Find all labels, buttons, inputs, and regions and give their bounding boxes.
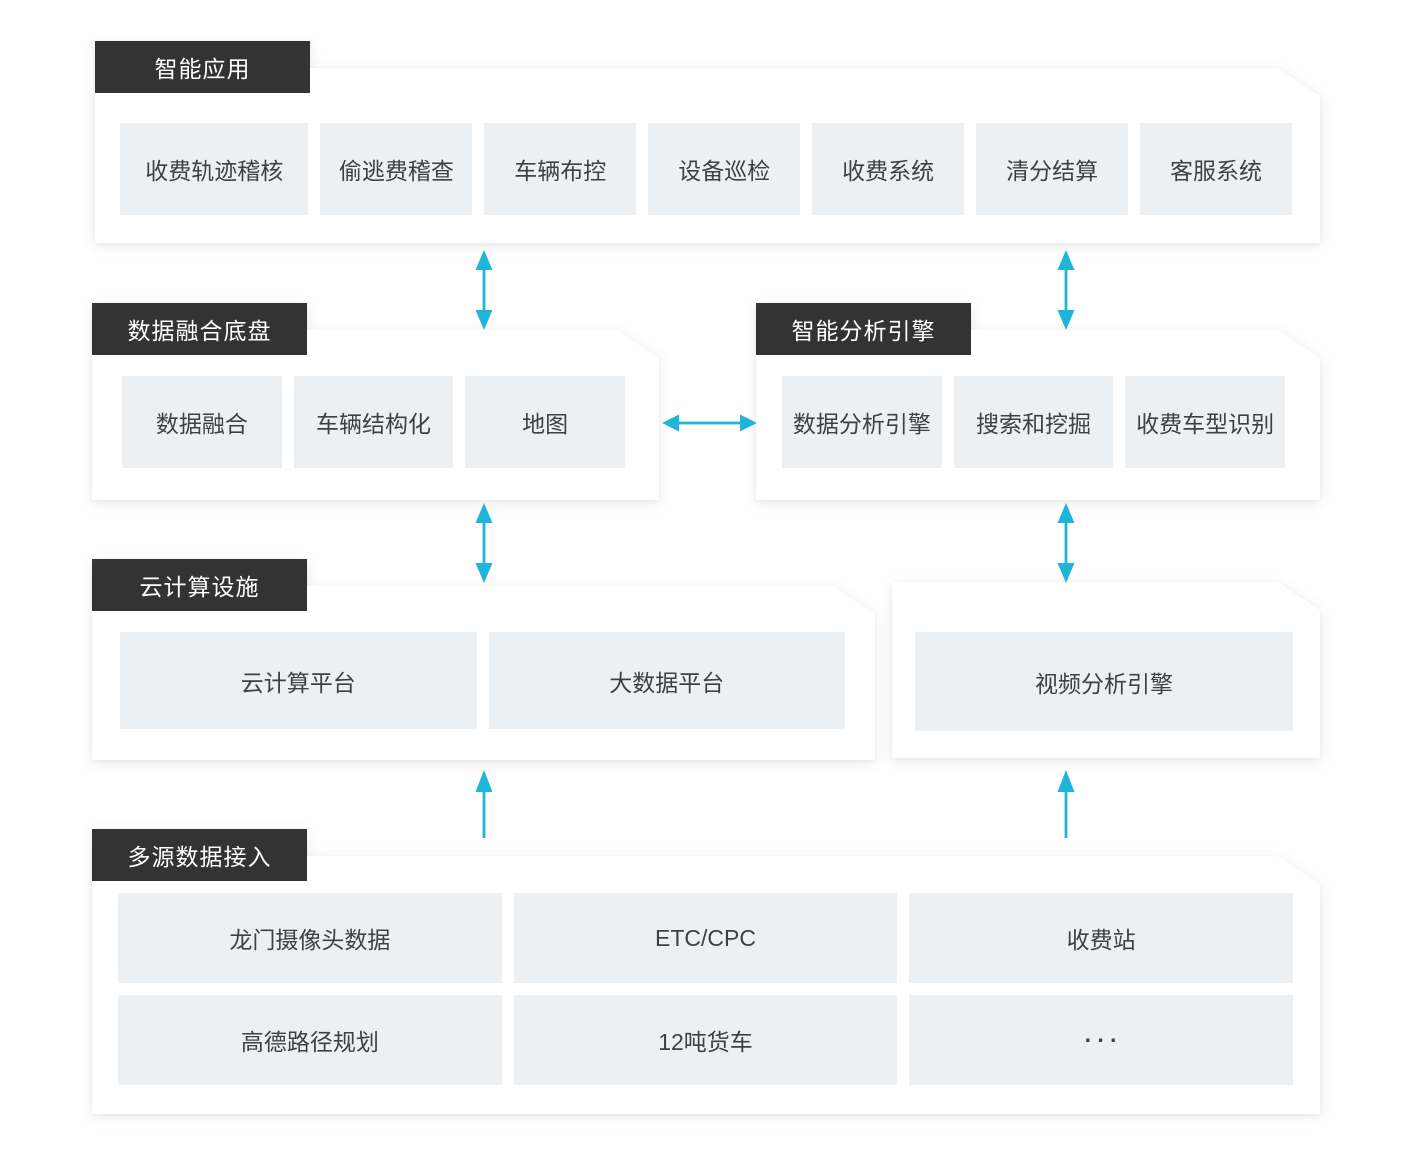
panel-analysis-items: 数据分析引擎 搜索和挖掘 收费车型识别 — [782, 376, 1286, 468]
double-arrow-vertical-icon — [471, 503, 497, 583]
double-arrow-horizontal-icon — [662, 410, 757, 436]
video-item: 视频分析引擎 — [915, 632, 1293, 731]
apps-item: 清分结算 — [976, 123, 1129, 215]
source-item: ETC/CPC — [513, 893, 898, 983]
panel-cloud-items: 云计算平台 大数据平台 — [120, 632, 845, 729]
arrow-up-icon — [1053, 770, 1079, 838]
fusion-item: 数据融合 — [122, 376, 282, 468]
panel-apps-items: 收费轨迹稽核 偷逃费稽查 车辆布控 设备巡检 收费系统 清分结算 客服系统 — [120, 123, 1293, 215]
double-arrow-vertical-icon — [1053, 503, 1079, 583]
panel-apps: 智能应用 收费轨迹稽核 偷逃费稽查 车辆布控 设备巡检 收费系统 清分结算 客服… — [95, 41, 1320, 243]
arrow-up-icon — [471, 770, 497, 838]
source-item: 龙门摄像头数据 — [118, 893, 502, 983]
panel-sources: 多源数据接入 龙门摄像头数据 ETC/CPC 收费站 高德路径规划 12吨货车 … — [92, 829, 1320, 1114]
panel-cloud-tab: 云计算设施 — [92, 559, 307, 611]
panel-sources-items: 龙门摄像头数据 ETC/CPC 收费站 高德路径规划 12吨货车 ··· — [118, 893, 1293, 1085]
panel-video-items: 视频分析引擎 — [915, 632, 1293, 731]
panel-cloud: 云计算设施 云计算平台 大数据平台 — [92, 559, 875, 760]
apps-item: 设备巡检 — [648, 123, 801, 215]
source-item: 收费站 — [909, 893, 1293, 983]
double-arrow-vertical-icon — [471, 250, 497, 330]
analysis-item: 收费车型识别 — [1125, 376, 1286, 468]
apps-item: 偷逃费稽查 — [320, 123, 473, 215]
source-item: 高德路径规划 — [118, 995, 502, 1085]
analysis-item: 数据分析引擎 — [782, 376, 942, 468]
fusion-item: 车辆结构化 — [293, 376, 454, 468]
panel-fusion-items: 数据融合 车辆结构化 地图 — [122, 376, 626, 468]
panel-fusion: 数据融合底盘 数据融合 车辆结构化 地图 — [92, 303, 659, 500]
fusion-item: 地图 — [465, 376, 626, 468]
cloud-item: 大数据平台 — [488, 632, 845, 729]
panel-sources-tab: 多源数据接入 — [92, 829, 307, 881]
panel-apps-tab: 智能应用 — [95, 41, 310, 93]
apps-item: 车辆布控 — [484, 123, 637, 215]
panel-analysis-tab: 智能分析引擎 — [756, 303, 971, 355]
source-item: 12吨货车 — [513, 995, 898, 1085]
panel-analysis: 智能分析引擎 数据分析引擎 搜索和挖掘 收费车型识别 — [756, 303, 1320, 500]
apps-item: 收费系统 — [812, 123, 965, 215]
double-arrow-vertical-icon — [1053, 250, 1079, 330]
panel-video: 视频分析引擎 — [892, 582, 1320, 758]
apps-item: 客服系统 — [1140, 123, 1293, 215]
cloud-item: 云计算平台 — [120, 632, 477, 729]
analysis-item: 搜索和挖掘 — [953, 376, 1114, 468]
panel-fusion-tab: 数据融合底盘 — [92, 303, 307, 355]
apps-item: 收费轨迹稽核 — [120, 123, 309, 215]
source-item: ··· — [909, 995, 1293, 1085]
